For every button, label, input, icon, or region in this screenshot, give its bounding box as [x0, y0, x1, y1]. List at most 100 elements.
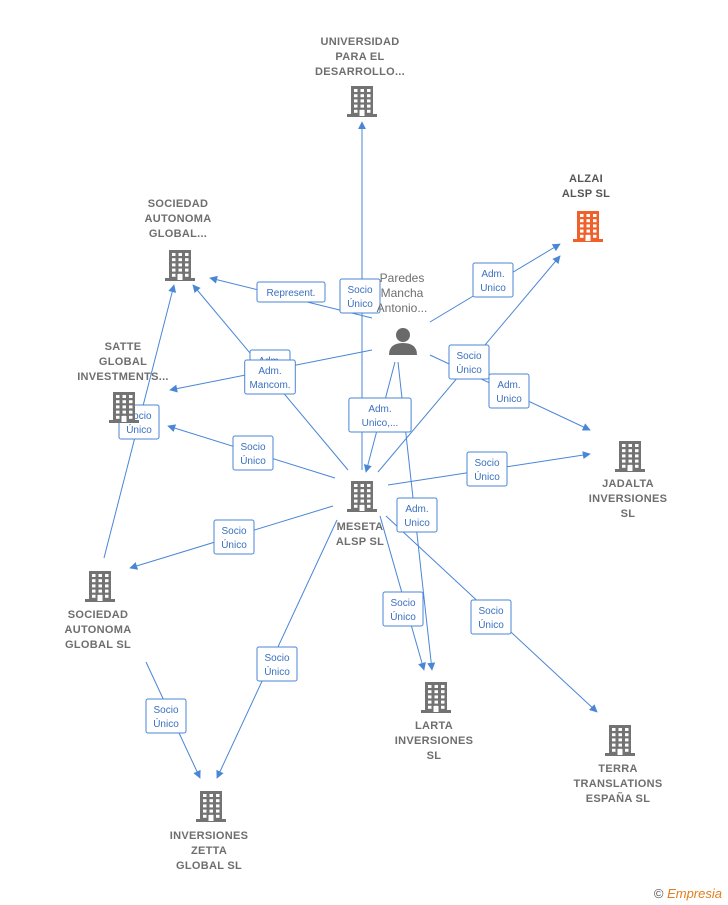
company-name-line: SATTE — [105, 341, 142, 353]
relation-label-text: Mancom. — [249, 380, 290, 391]
building-icon[interactable] — [421, 682, 451, 713]
relation-label-text: Represent. — [267, 288, 316, 299]
building-icon[interactable] — [85, 571, 115, 602]
company-label-universidad[interactable]: UNIVERSIDAD PARA EL DESARROLLO... — [315, 36, 405, 78]
relation-label-text: Socio — [126, 411, 151, 422]
building-icon[interactable] — [615, 441, 645, 472]
relation-label-text: Único — [126, 423, 152, 436]
company-label-sociedad_sl[interactable]: SOCIEDAD AUTONOMA GLOBAL SL — [65, 609, 132, 651]
building-icon[interactable] — [347, 481, 377, 512]
company-name-line: AUTONOMA — [145, 213, 212, 225]
company-name-line: DESARROLLO... — [315, 66, 405, 78]
relation-label-text: Socio — [474, 458, 499, 469]
company-name-line: ESPAÑA SL — [586, 792, 650, 805]
relation-label-text: Socio — [456, 351, 481, 362]
relation-label-text: Único — [390, 610, 416, 623]
company-name-line: ALSP SL — [336, 536, 384, 548]
relation-label-text: Unico,... — [362, 418, 399, 429]
company-label-alzai[interactable]: ALZAI ALSP SL — [562, 173, 610, 200]
company-name-line: TERRA — [598, 763, 637, 775]
relation-label-text: Único — [347, 297, 373, 310]
company-name-line: SOCIEDAD — [68, 609, 128, 621]
footer-brand[interactable]: © Empresia — [654, 886, 722, 901]
company-name-line: INVERSIONES — [395, 735, 474, 747]
relation-label-text: Único — [264, 665, 290, 678]
company-label-larta[interactable]: LARTA INVERSIONES SL — [395, 720, 474, 762]
relation-label-text: Socio — [478, 606, 503, 617]
relation-label-text: Socio — [390, 598, 415, 609]
relation-label-text: Único — [240, 454, 266, 467]
relation-label-text: Socio — [240, 442, 265, 453]
relation-label-text: Unico — [404, 518, 430, 529]
relation-label-text: Único — [221, 538, 247, 551]
relation-label[interactable]: Adm. Unico,... — [348, 397, 412, 433]
person-icon[interactable] — [389, 328, 417, 355]
company-name-line: UNIVERSIDAD — [320, 36, 399, 48]
relation-label[interactable]: Represent. — [256, 281, 326, 303]
company-name-line: MESETA — [337, 521, 384, 533]
person-label[interactable]: ParedesManchaAntonio... — [377, 271, 428, 315]
company-name-line: TRANSLATIONS — [574, 778, 663, 790]
company-label-terra[interactable]: TERRA TRANSLATIONS ESPAÑA SL — [574, 763, 663, 805]
relation-label-text: Único — [478, 618, 504, 631]
person-name-line: Mancha — [381, 286, 424, 300]
company-name-line: GLOBAL SL — [65, 639, 131, 651]
person-name-line: Paredes — [380, 271, 425, 285]
relation-label-text: Socio — [221, 526, 246, 537]
company-name-line: AUTONOMA — [65, 624, 132, 636]
relation-label-text: Unico — [480, 283, 506, 294]
company-label-sociedad_global[interactable]: SOCIEDAD AUTONOMA GLOBAL... — [145, 198, 212, 240]
company-label-jadalta[interactable]: JADALTA INVERSIONES SL — [589, 478, 668, 520]
company-name-line: LARTA — [415, 720, 453, 732]
relation-label-text: Unico — [496, 394, 522, 405]
building-icon[interactable] — [109, 392, 139, 423]
nodes-layer: UNIVERSIDAD PARA EL DESARROLLO... ALZAI ALSP… — [65, 36, 668, 872]
company-name-line: JADALTA — [602, 478, 654, 490]
company-name-line: GLOBAL — [99, 356, 147, 368]
relation-label[interactable]: Adm. Mancom. — [244, 359, 296, 395]
company-name-line: GLOBAL SL — [176, 860, 242, 872]
edge-labels-layer: Represent.Adm.UnicoAdm.UnicoAdm.UnicoAdm… — [118, 262, 530, 734]
relation-label-text: Socio — [264, 653, 289, 664]
relation-label[interactable]: Adm. Unico — [488, 373, 530, 409]
company-name-line: ALZAI — [569, 173, 603, 185]
company-name-line: SOCIEDAD — [148, 198, 208, 210]
company-label-meseta[interactable]: MESETA ALSP SL — [336, 521, 384, 548]
relation-label[interactable]: Adm.Unico — [396, 497, 438, 533]
relation-label[interactable]: Adm. Unico — [472, 262, 514, 298]
relation-label-text: Adm. — [258, 366, 281, 377]
brand-name: Empresia — [667, 886, 722, 901]
building-icon[interactable] — [573, 211, 603, 242]
company-name-line: GLOBAL... — [149, 228, 207, 240]
person-name-line: Antonio... — [377, 301, 428, 315]
building-icon[interactable] — [196, 791, 226, 822]
building-icon[interactable] — [165, 250, 195, 281]
company-label-satte[interactable]: SATTE GLOBAL INVESTMENTS... — [77, 341, 169, 383]
relation-label-text: Adm. — [368, 404, 391, 415]
building-icon[interactable] — [605, 725, 635, 756]
relation-label-text: Adm. — [481, 269, 504, 280]
relation-label-text: Socio — [347, 285, 372, 296]
copyright-symbol: © — [653, 886, 664, 901]
company-name-line: SL — [427, 750, 442, 762]
company-name-line: INVERSIONES — [589, 493, 668, 505]
company-name-line: SL — [621, 508, 636, 520]
company-name-line: PARA EL — [335, 51, 384, 63]
company-name-line: INVESTMENTS... — [77, 371, 169, 383]
building-icon[interactable] — [347, 86, 377, 117]
company-name-line: INVERSIONES — [170, 830, 249, 842]
company-name-line: ALSP SL — [562, 188, 610, 200]
relation-label-text: Adm. — [497, 380, 520, 391]
relation-label-text: Único — [456, 363, 482, 376]
